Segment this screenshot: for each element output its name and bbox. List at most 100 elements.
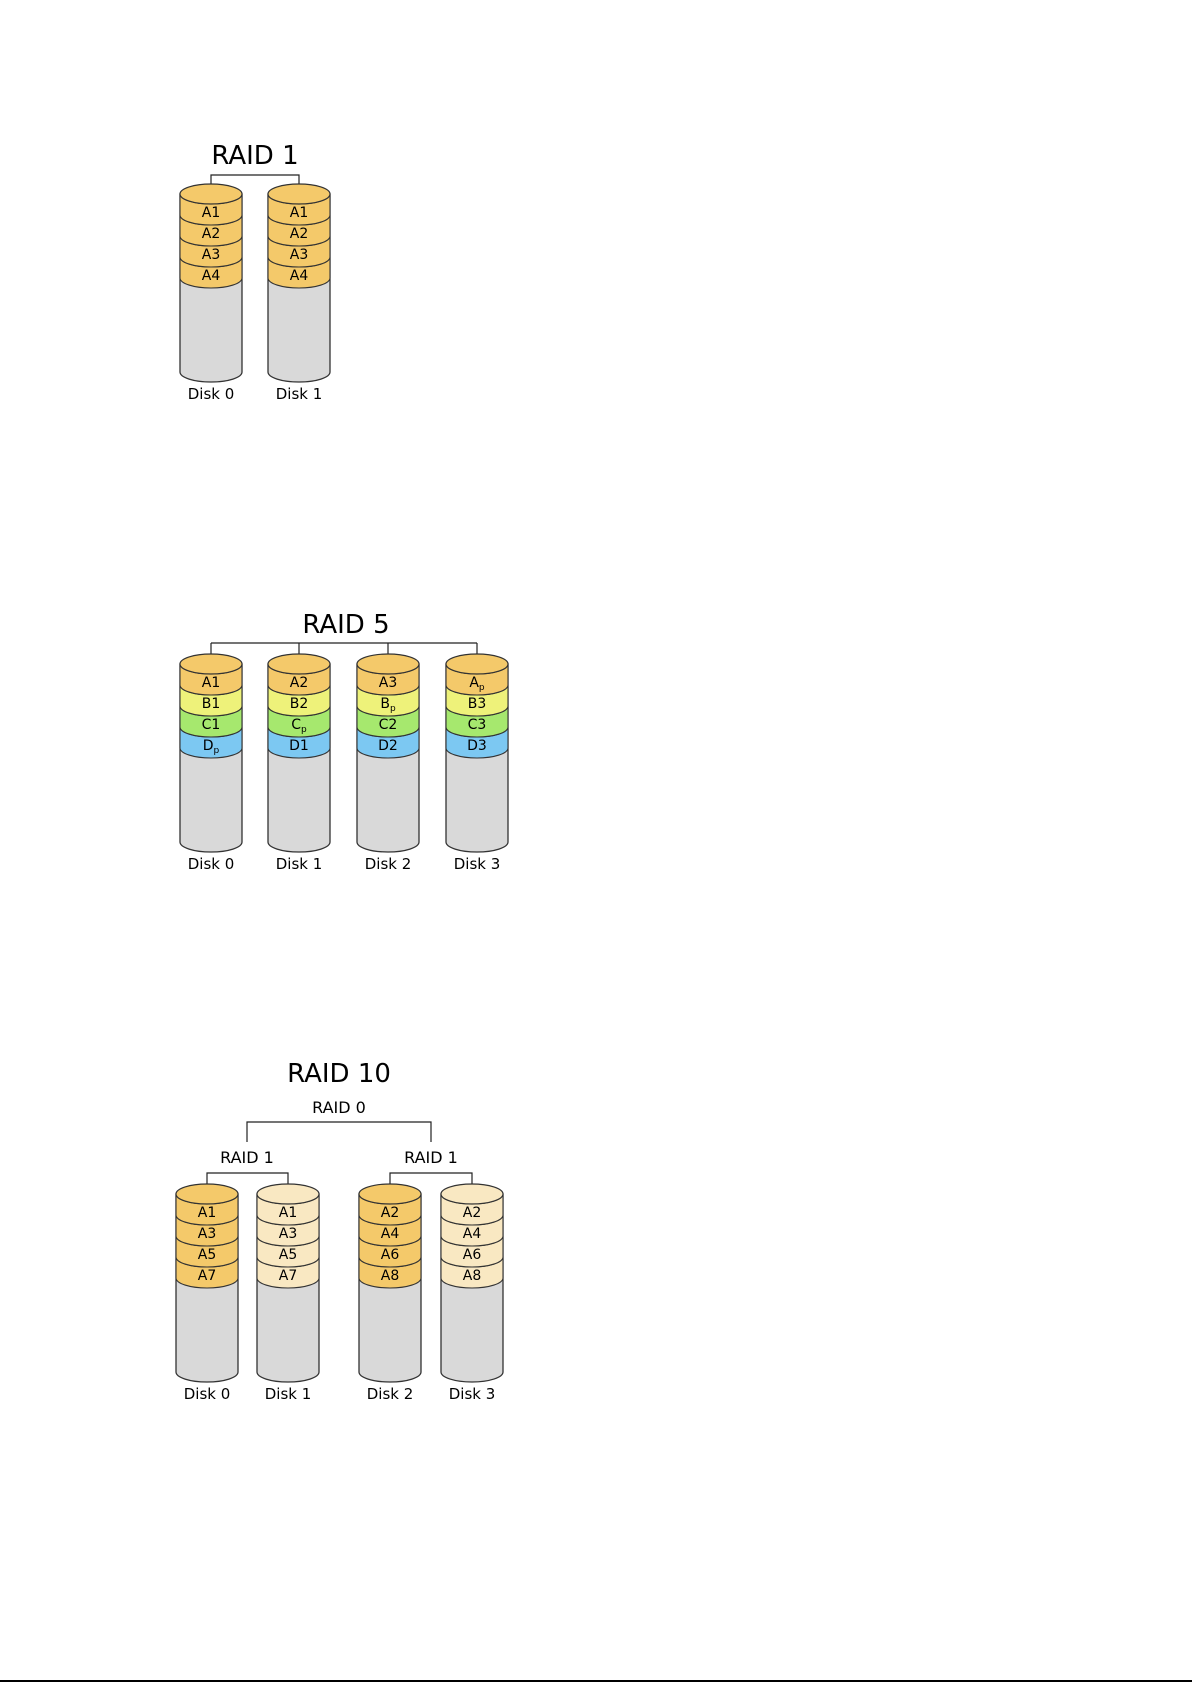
block-label-main: A3 bbox=[198, 1226, 216, 1242]
block-label: A3 bbox=[379, 675, 397, 691]
disk-top-cap bbox=[180, 184, 242, 204]
disk-top-cap bbox=[359, 1184, 421, 1204]
block-label-main: A2 bbox=[290, 675, 308, 691]
block-label: A2 bbox=[202, 226, 220, 242]
block-label-main: D bbox=[203, 738, 214, 754]
block-label: A2 bbox=[381, 1205, 399, 1221]
block-label: A7 bbox=[198, 1268, 216, 1284]
block-label: D1 bbox=[289, 738, 309, 754]
block-label: A1 bbox=[290, 205, 308, 221]
disk-top-cap bbox=[441, 1184, 503, 1204]
block-label: C2 bbox=[379, 717, 398, 733]
bottom-rule bbox=[0, 1680, 1192, 1682]
diagram-title: RAID 1 bbox=[211, 141, 298, 171]
block-label-main: B2 bbox=[290, 696, 309, 712]
block-label-sub: p bbox=[214, 746, 220, 756]
block-label-main: C3 bbox=[468, 717, 487, 733]
block-label-main: A6 bbox=[463, 1247, 482, 1263]
block-label-main: A1 bbox=[198, 1205, 216, 1221]
block-label: A3 bbox=[198, 1226, 216, 1242]
block-label-main: A3 bbox=[379, 675, 397, 691]
block-label: A5 bbox=[198, 1247, 216, 1263]
block-label-main: A3 bbox=[202, 247, 220, 263]
block-label: A8 bbox=[381, 1268, 399, 1284]
disk-label: Disk 3 bbox=[449, 1385, 496, 1403]
disk-top-cap bbox=[257, 1184, 319, 1204]
block-label-main: C bbox=[291, 717, 301, 733]
block-label-main: B3 bbox=[468, 696, 487, 712]
block-label-sub: p bbox=[301, 725, 307, 735]
block-label: A3 bbox=[290, 247, 308, 263]
block-label-main: A2 bbox=[290, 226, 308, 242]
block-label-main: A1 bbox=[290, 205, 308, 221]
disk-top-cap bbox=[268, 654, 330, 674]
block-label: A4 bbox=[381, 1226, 400, 1242]
block-label-main: A3 bbox=[290, 247, 308, 263]
block-label-main: A7 bbox=[198, 1268, 216, 1284]
block-label-main: A2 bbox=[463, 1205, 481, 1221]
block-label: A7 bbox=[279, 1268, 297, 1284]
disk-top-cap bbox=[268, 184, 330, 204]
block-label-main: A5 bbox=[279, 1247, 297, 1263]
block-label: A1 bbox=[198, 1205, 216, 1221]
block-label: A4 bbox=[290, 268, 309, 284]
block-label: A2 bbox=[290, 675, 308, 691]
block-label-main: A bbox=[469, 675, 479, 691]
disk-label: Disk 2 bbox=[367, 1385, 414, 1403]
block-label: A1 bbox=[202, 205, 220, 221]
disk-label: Disk 1 bbox=[276, 385, 323, 403]
block-label-main: A2 bbox=[202, 226, 220, 242]
block-label: A3 bbox=[202, 247, 220, 263]
block-label: A2 bbox=[463, 1205, 481, 1221]
disk-top-cap bbox=[446, 654, 508, 674]
block-label-main: A6 bbox=[381, 1247, 400, 1263]
block-label-main: A2 bbox=[381, 1205, 399, 1221]
block-label: A6 bbox=[381, 1247, 400, 1263]
stripe-label: RAID 0 bbox=[312, 1098, 366, 1117]
block-label-sub: p bbox=[479, 683, 485, 693]
block-label-main: A4 bbox=[381, 1226, 400, 1242]
disk-label: Disk 0 bbox=[184, 1385, 231, 1403]
block-label-main: A4 bbox=[290, 268, 309, 284]
disk-label: Disk 0 bbox=[188, 385, 235, 403]
disk-label: Disk 0 bbox=[188, 855, 235, 873]
disk-top-cap bbox=[176, 1184, 238, 1204]
block-label-main: B1 bbox=[202, 696, 221, 712]
diagram-title: RAID 10 bbox=[287, 1059, 391, 1089]
block-label: A1 bbox=[202, 675, 220, 691]
block-label-sub: p bbox=[390, 704, 396, 714]
block-label: D2 bbox=[378, 738, 398, 754]
block-label: C3 bbox=[468, 717, 487, 733]
block-label-main: D2 bbox=[378, 738, 398, 754]
block-label-main: A1 bbox=[202, 675, 220, 691]
block-label-main: A5 bbox=[198, 1247, 216, 1263]
block-label-main: D1 bbox=[289, 738, 309, 754]
block-label-main: A1 bbox=[202, 205, 220, 221]
diagram-title: RAID 5 bbox=[302, 610, 389, 640]
block-label: A2 bbox=[290, 226, 308, 242]
disk-label: Disk 3 bbox=[454, 855, 501, 873]
block-label: A5 bbox=[279, 1247, 297, 1263]
disk-label: Disk 1 bbox=[265, 1385, 312, 1403]
block-label-main: B bbox=[380, 696, 390, 712]
mirror-group-label: RAID 1 bbox=[220, 1148, 274, 1167]
block-label: B3 bbox=[468, 696, 487, 712]
block-label-main: C1 bbox=[202, 717, 221, 733]
disk-label: Disk 1 bbox=[276, 855, 323, 873]
block-label: A3 bbox=[279, 1226, 297, 1242]
block-label-main: A8 bbox=[381, 1268, 399, 1284]
block-label: A1 bbox=[279, 1205, 297, 1221]
block-label: C1 bbox=[202, 717, 221, 733]
block-label: A8 bbox=[463, 1268, 481, 1284]
disk-label: Disk 2 bbox=[365, 855, 412, 873]
block-label-main: C2 bbox=[379, 717, 398, 733]
block-label: A4 bbox=[463, 1226, 482, 1242]
